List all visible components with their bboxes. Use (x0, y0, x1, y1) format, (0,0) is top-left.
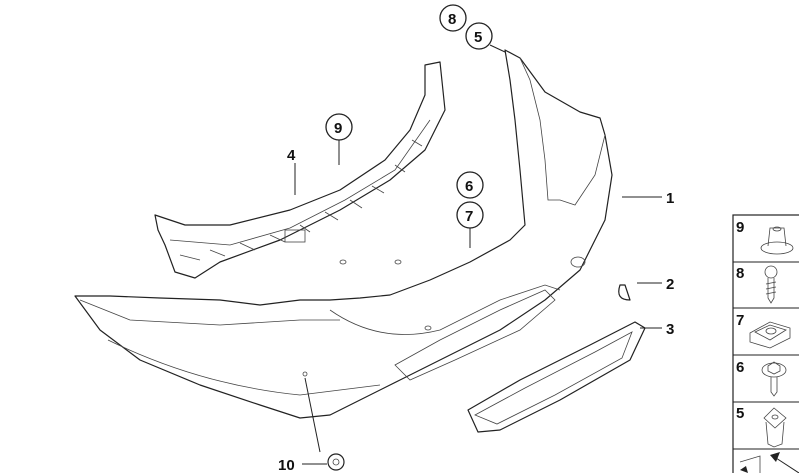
fastener-legend: 9 8 7 6 5 (732, 214, 799, 473)
grille-trim (467, 321, 646, 433)
expansion-nut-icon (763, 407, 787, 448)
bumper-carrier (154, 61, 446, 279)
legend-number-8: 8 (736, 265, 744, 282)
legend-number-6: 6 (736, 359, 744, 376)
clip-part (327, 453, 345, 471)
callout-6: 6 (465, 178, 473, 195)
callout-1: 1 (666, 190, 674, 207)
tow-hook-cover (618, 284, 631, 301)
collar-screw-icon (761, 361, 787, 397)
nut-icon (760, 226, 794, 255)
legend-number-5: 5 (736, 405, 744, 422)
callout-8: 8 (448, 11, 456, 28)
callout-4: 4 (287, 147, 296, 164)
callout-7: 7 (465, 208, 473, 225)
clip-nut-icon (749, 321, 791, 349)
legend-number-7: 7 (736, 312, 744, 329)
callout-9: 9 (334, 120, 342, 137)
callout-5: 5 (474, 29, 482, 46)
rear-bumper-panel (74, 49, 613, 419)
screw-icon (764, 265, 778, 304)
callout-2: 2 (666, 276, 674, 293)
callout-3: 3 (666, 321, 674, 338)
arrow-icon (739, 452, 799, 473)
legend-number-9: 9 (736, 219, 744, 236)
callout-10: 10 (278, 457, 295, 473)
